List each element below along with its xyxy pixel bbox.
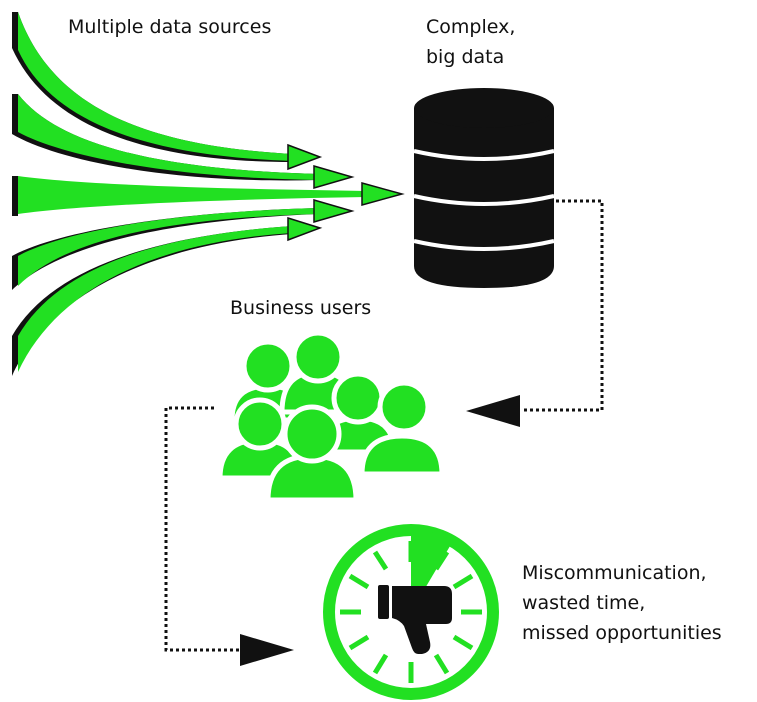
big-data-line-1: Complex, — [426, 16, 516, 38]
stream-arrowhead — [361, 182, 405, 206]
outcome-label: Miscommunication, wasted time, missed op… — [522, 558, 722, 648]
thumbs-down-icon — [378, 585, 452, 654]
connector-database-to-users — [466, 199, 604, 427]
stream-arrowhead — [313, 165, 355, 189]
stream-arrowhead — [287, 143, 323, 171]
data-stream-3 — [12, 176, 405, 216]
database-icon — [413, 88, 555, 288]
data-stream-1 — [12, 12, 323, 171]
connector-arrowhead — [240, 634, 294, 666]
data-sources-label: Multiple data sources — [68, 12, 271, 42]
data-sources-text: Multiple data sources — [68, 16, 272, 38]
big-data-line-2: big data — [426, 46, 505, 68]
stream-arrowhead — [287, 216, 323, 242]
connector-users-to-outcome — [164, 406, 294, 666]
users-group-icon — [217, 330, 445, 503]
data-source-streams — [12, 12, 405, 376]
outcome-line-1: Miscommunication, — [522, 562, 707, 584]
data-stream-4 — [12, 199, 355, 290]
outcome-line-3: missed opportunities — [522, 622, 722, 644]
business-users-label: Business users — [230, 293, 371, 323]
stream-arrowhead — [313, 199, 355, 223]
outcome-line-2: wasted time, — [522, 592, 646, 614]
clock-ticks — [340, 541, 482, 683]
big-data-label: Complex, big data — [426, 12, 515, 72]
data-stream-2 — [12, 94, 355, 189]
connector-arrowhead — [466, 395, 520, 427]
business-users-text: Business users — [230, 297, 372, 319]
data-stream-5 — [12, 216, 323, 376]
